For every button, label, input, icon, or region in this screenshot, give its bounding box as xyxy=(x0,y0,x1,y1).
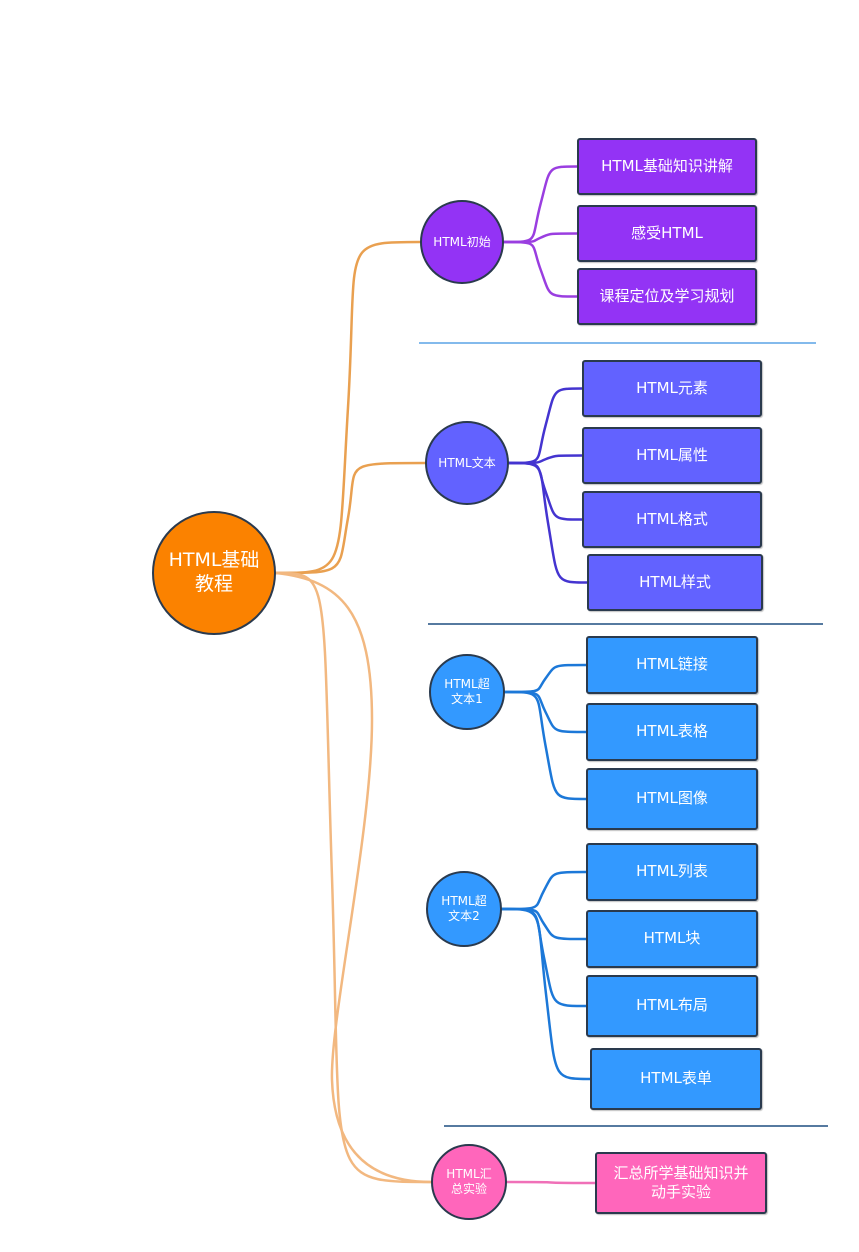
topic-text-4[interactable]: HTML样式 xyxy=(587,554,763,611)
child-connector-hypertext2-2 xyxy=(500,907,588,941)
topic-text-3-label: HTML格式 xyxy=(636,509,708,528)
child-connector-text-1 xyxy=(507,387,584,465)
topic-summary-1-label: 汇总所学基础知识并 动手实验 xyxy=(613,1163,749,1202)
child-connector-initial-3 xyxy=(502,240,579,298)
topic-hypertext1-1[interactable]: HTML链接 xyxy=(586,636,758,694)
branch-hypertext1-label: HTML超 文本1 xyxy=(444,677,490,706)
child-connector-text-4 xyxy=(507,461,589,584)
branch-initial-label: HTML初始 xyxy=(433,234,491,249)
topic-text-2[interactable]: HTML属性 xyxy=(582,427,762,484)
root-connector-initial xyxy=(274,240,422,575)
root-connector-trunk xyxy=(274,571,433,1184)
topic-text-1-label: HTML元素 xyxy=(636,378,708,397)
topic-hypertext2-4-label: HTML表单 xyxy=(640,1069,712,1088)
topic-initial-3[interactable]: 课程定位及学习规划 xyxy=(577,268,757,325)
topic-hypertext2-2[interactable]: HTML块 xyxy=(586,910,758,968)
child-connector-hypertext2-1 xyxy=(500,870,588,911)
topic-text-3[interactable]: HTML格式 xyxy=(582,491,762,548)
topic-hypertext1-3[interactable]: HTML图像 xyxy=(586,768,758,830)
topic-initial-2[interactable]: 感受HTML xyxy=(577,205,757,262)
branch-text-label: HTML文本 xyxy=(438,455,496,470)
branch-hypertext2-label: HTML超 文本2 xyxy=(441,894,487,923)
child-connector-summary-1 xyxy=(505,1180,597,1185)
topic-initial-1[interactable]: HTML基础知识讲解 xyxy=(577,138,757,195)
topic-hypertext1-2-label: HTML表格 xyxy=(636,722,708,741)
topic-initial-1-label: HTML基础知识讲解 xyxy=(601,156,733,175)
topic-hypertext2-3-label: HTML布局 xyxy=(636,996,708,1015)
topic-hypertext2-3[interactable]: HTML布局 xyxy=(586,975,758,1037)
topic-hypertext2-1[interactable]: HTML列表 xyxy=(586,843,758,901)
child-connector-hypertext1-3 xyxy=(503,690,588,801)
topic-text-4-label: HTML样式 xyxy=(639,572,711,591)
branch-text[interactable]: HTML文本 xyxy=(425,421,509,505)
root-connector-summary xyxy=(274,571,433,1184)
child-connector-initial-1 xyxy=(502,165,579,244)
root-connector-text xyxy=(274,461,427,575)
branch-hypertext2[interactable]: HTML超 文本2 xyxy=(426,871,502,947)
branch-hypertext1[interactable]: HTML超 文本1 xyxy=(429,654,505,730)
topic-initial-3-label: 课程定位及学习规划 xyxy=(599,286,735,305)
topic-hypertext1-1-label: HTML链接 xyxy=(636,655,708,674)
topic-hypertext2-2-label: HTML块 xyxy=(643,929,701,948)
child-connector-hypertext2-4 xyxy=(500,907,592,1081)
root-topic-label: HTML基础 教程 xyxy=(168,549,260,595)
topic-hypertext1-2[interactable]: HTML表格 xyxy=(586,703,758,761)
branch-initial[interactable]: HTML初始 xyxy=(420,200,504,284)
topic-text-2-label: HTML属性 xyxy=(636,445,708,464)
root-topic[interactable]: HTML基础 教程 xyxy=(152,511,276,635)
branch-summary-label: HTML汇 总实验 xyxy=(446,1167,492,1196)
topic-hypertext1-3-label: HTML图像 xyxy=(636,789,708,808)
topic-hypertext2-1-label: HTML列表 xyxy=(636,862,708,881)
branch-summary[interactable]: HTML汇 总实验 xyxy=(431,1144,507,1220)
topic-summary-1[interactable]: 汇总所学基础知识并 动手实验 xyxy=(595,1152,767,1214)
child-connector-hypertext1-1 xyxy=(503,663,588,694)
topic-text-1[interactable]: HTML元素 xyxy=(582,360,762,417)
topic-initial-2-label: 感受HTML xyxy=(631,223,703,242)
topic-hypertext2-4[interactable]: HTML表单 xyxy=(590,1048,762,1110)
child-connector-hypertext1-2 xyxy=(503,690,588,734)
